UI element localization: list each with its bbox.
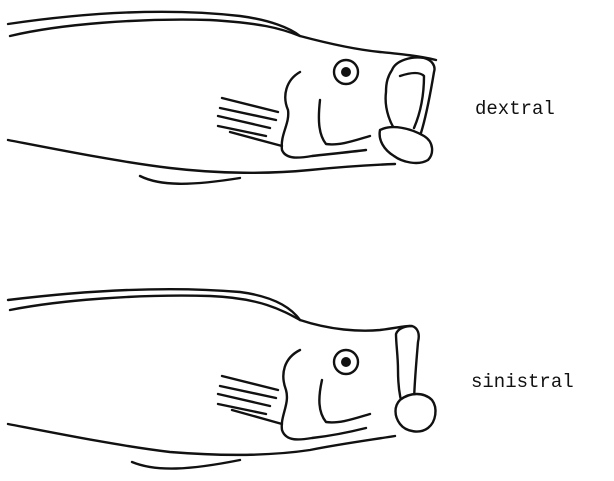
fish-dextral-pelvic-fin bbox=[140, 176, 240, 184]
fish-sinistral-pupil bbox=[341, 357, 351, 367]
label-dextral: dextral bbox=[475, 98, 555, 120]
fish-dextral-operculum bbox=[282, 72, 366, 158]
fish-sinistral bbox=[8, 289, 435, 468]
fish-dextral-pectoral-fin bbox=[218, 98, 282, 146]
fish-sinistral-dorsal-outline bbox=[10, 296, 410, 331]
fish-dextral-dorsal-outline bbox=[10, 20, 436, 60]
label-sinistral: sinistral bbox=[471, 371, 574, 393]
fish-sinistral-lower-jaw bbox=[396, 394, 436, 431]
fish-dextral-cheek bbox=[319, 100, 370, 144]
fish-sinistral-pectoral-fin bbox=[218, 376, 282, 424]
fish-dextral-lower-jaw bbox=[380, 127, 432, 163]
fish-dextral bbox=[8, 12, 436, 184]
fish-sinistral-pelvic-fin bbox=[132, 460, 240, 469]
fish-sinistral-cheek bbox=[319, 380, 370, 422]
fish-dextral-pupil bbox=[341, 67, 351, 77]
fish-sinistral-belly-outline bbox=[8, 424, 395, 455]
fish-sinistral-dorsal-fin bbox=[8, 289, 300, 320]
